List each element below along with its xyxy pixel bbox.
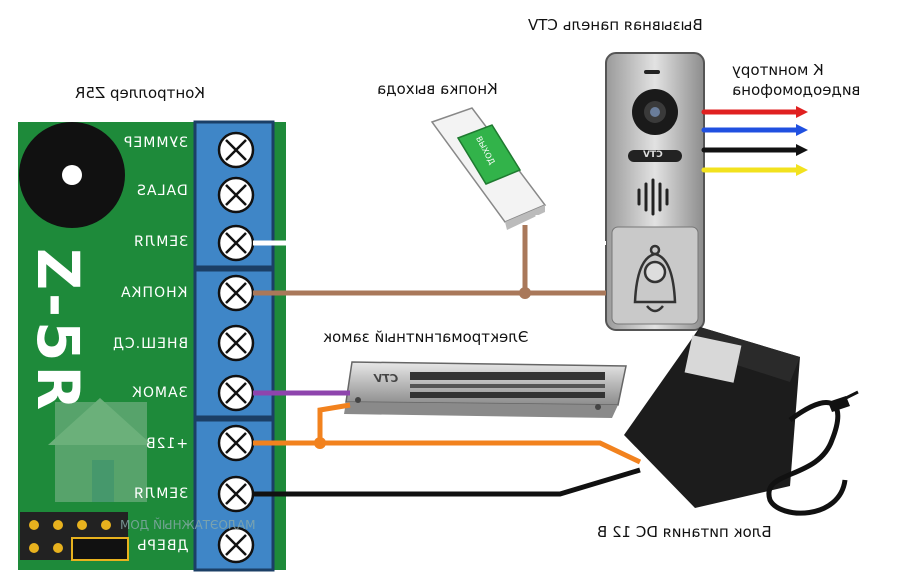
terminal-label-1: ЗУММЕР — [123, 135, 188, 151]
speaker-grille — [637, 178, 669, 216]
controller-model: Z-5R — [24, 248, 92, 415]
monitor-wires — [701, 106, 808, 176]
terminal-label-4: КНОПКА — [120, 285, 188, 301]
bell-icon — [633, 244, 677, 313]
terminal-label-6: ЗАМОК — [131, 385, 188, 401]
label-monitor-text: К монитору видеодомофона — [732, 61, 861, 99]
watermark-text: МАЛОЭТАЖНЫЙ ДОМ — [120, 518, 256, 532]
label-exit-button: Кнопка выхода — [377, 80, 498, 98]
terminal-label-8: ЗЕМЛЯ — [132, 486, 188, 502]
header-pins — [20, 512, 129, 561]
terminal-label-2: DALAS — [136, 183, 188, 199]
label-controller: Контроллер Z5R — [75, 84, 206, 102]
terminal-label-9: ДВЕРЬ — [135, 538, 188, 554]
terminal-label-3: ЗЕМЛЯ — [132, 234, 188, 250]
terminal-label-7: +12В — [144, 436, 188, 452]
panel-logo: CTV — [643, 150, 663, 160]
terminal-strip — [193, 120, 275, 572]
screw-terminals — [217, 131, 255, 564]
label-call-panel: Вызывная панель CTV — [528, 16, 703, 34]
label-monitor: К монитору видеодомофона — [732, 60, 900, 100]
magnetic-lock-device — [344, 361, 627, 418]
exit-button-device — [430, 107, 547, 230]
label-power: Блок питания DC 12 В — [597, 523, 772, 541]
terminal-label-5: ВНЕШ.СД — [111, 336, 188, 352]
connection-wires — [253, 215, 642, 497]
call-panel-device — [605, 52, 705, 331]
power-supply-device — [624, 327, 859, 516]
watermark-house — [48, 398, 152, 502]
lock-logo: CTV — [374, 372, 399, 385]
label-lock: Электромагнитный замок — [323, 328, 529, 346]
